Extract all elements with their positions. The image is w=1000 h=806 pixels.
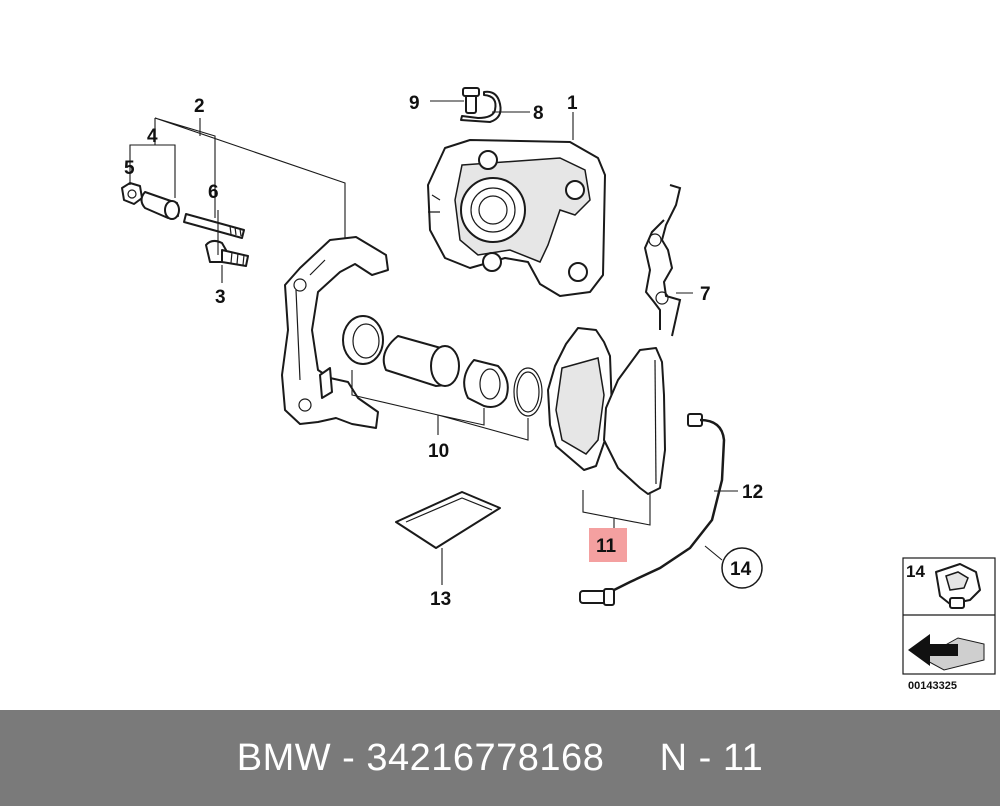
arrow-icon xyxy=(908,634,985,671)
callout-14-circle xyxy=(721,547,763,589)
diagram-code: 00143325 xyxy=(908,680,957,692)
callout-14: 14 xyxy=(730,559,752,580)
footer-bar: BMW - 34216778168 N - 11 xyxy=(0,710,1000,806)
connector-icon xyxy=(935,563,981,609)
leader-lines xyxy=(129,100,738,585)
callout-7: 7 xyxy=(700,284,711,305)
legend-box: 14 xyxy=(902,557,996,675)
callout-2: 2 xyxy=(194,96,205,117)
brake-caliper-exploded-diagram: 1 2 3 4 5 6 7 8 9 10 11 12 13 14 14 0014… xyxy=(121,87,996,692)
callout-6: 6 xyxy=(208,182,219,203)
anti-rattle-spring xyxy=(643,184,682,337)
callout-12: 12 xyxy=(742,482,763,503)
callout-10: 10 xyxy=(428,441,449,462)
callout-9: 9 xyxy=(409,93,420,114)
callout-13: 13 xyxy=(430,589,451,610)
callout-8: 8 xyxy=(533,103,544,124)
brake-wear-sensor xyxy=(579,413,726,606)
caliper-carrier-bracket xyxy=(281,236,389,429)
part-number-caption: BMW - 34216778168 N - 11 xyxy=(236,737,764,779)
callout-5: 5 xyxy=(124,158,135,179)
brake-pad-set xyxy=(547,327,666,495)
callout-1: 1 xyxy=(567,93,578,114)
bleeder-screw-and-cap xyxy=(460,87,502,123)
caliper-repair-kit xyxy=(342,315,543,417)
callout-4: 4 xyxy=(147,126,158,147)
caliper-housing xyxy=(427,139,606,297)
grease-packet xyxy=(395,491,501,549)
callout-11: 11 xyxy=(596,536,617,557)
callout-highlight xyxy=(589,528,627,562)
fasteners xyxy=(121,182,249,267)
callout-3: 3 xyxy=(215,287,226,308)
legend-label: 14 xyxy=(906,562,925,581)
